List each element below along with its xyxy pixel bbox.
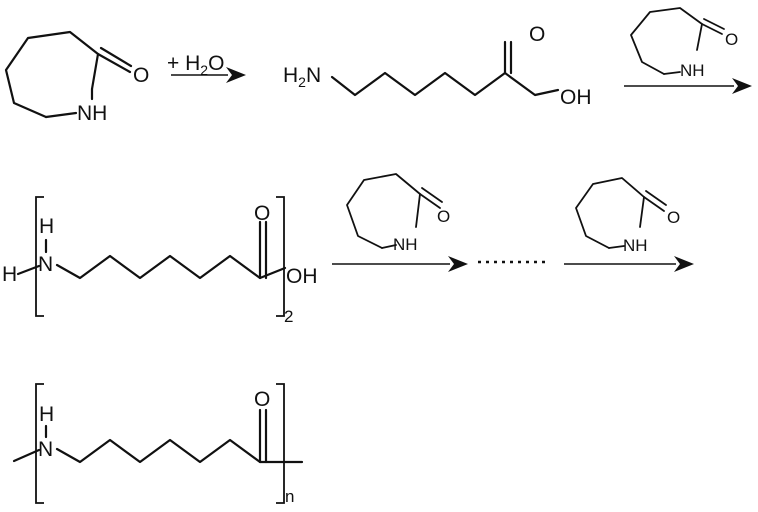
reagent2-oxygen-label: O	[437, 207, 450, 226]
caprolactam-reagent-3: O NH	[575, 177, 680, 255]
aminohexanoic-acid: H2N O OH	[283, 23, 592, 109]
caprolactam-reagent-1: O NH	[630, 7, 738, 80]
hydrolysis-arrow: + H2O	[167, 52, 246, 83]
reagent1-nh-label: NH	[680, 61, 705, 80]
polymer-repeat-count: n	[285, 487, 294, 506]
caprolactam-reactant: O NH	[4, 30, 149, 125]
amine-label: H2N	[283, 64, 321, 90]
polymer-carbonyl-o-label: O	[254, 388, 270, 411]
reactant-nh-label: NH	[77, 102, 107, 125]
reagent2-nh-label: NH	[393, 235, 418, 254]
acid-carbonyl-o-label: O	[529, 23, 545, 46]
polymer-n-label: N	[38, 438, 53, 461]
nylon-6-polymer: H N O n	[12, 383, 304, 506]
addition-arrow-3	[564, 256, 694, 272]
polymer-h-label: H	[39, 403, 54, 426]
acid-oh-label: OH	[560, 86, 592, 109]
addition-arrow-2	[332, 256, 468, 272]
dimer-carbonyl-o-label: O	[254, 202, 270, 225]
dimer-n-label: N	[38, 253, 53, 276]
dimer-oh-label: OH	[286, 265, 318, 288]
water-reagent-label: + H2O	[167, 52, 224, 78]
dimer: H H N O OH 2	[2, 196, 318, 326]
reagent1-oxygen-label: O	[725, 30, 738, 49]
reactant-oxygen-label: O	[133, 64, 149, 87]
dimer-repeat-count: 2	[284, 307, 293, 326]
caprolactam-reagent-2: O NH	[346, 173, 450, 254]
dimer-end-h-label: H	[2, 263, 17, 286]
addition-arrow-1	[624, 78, 752, 94]
dimer-h-label: H	[39, 215, 54, 238]
reagent3-nh-label: NH	[623, 236, 648, 255]
reagent3-oxygen-label: O	[667, 208, 680, 227]
